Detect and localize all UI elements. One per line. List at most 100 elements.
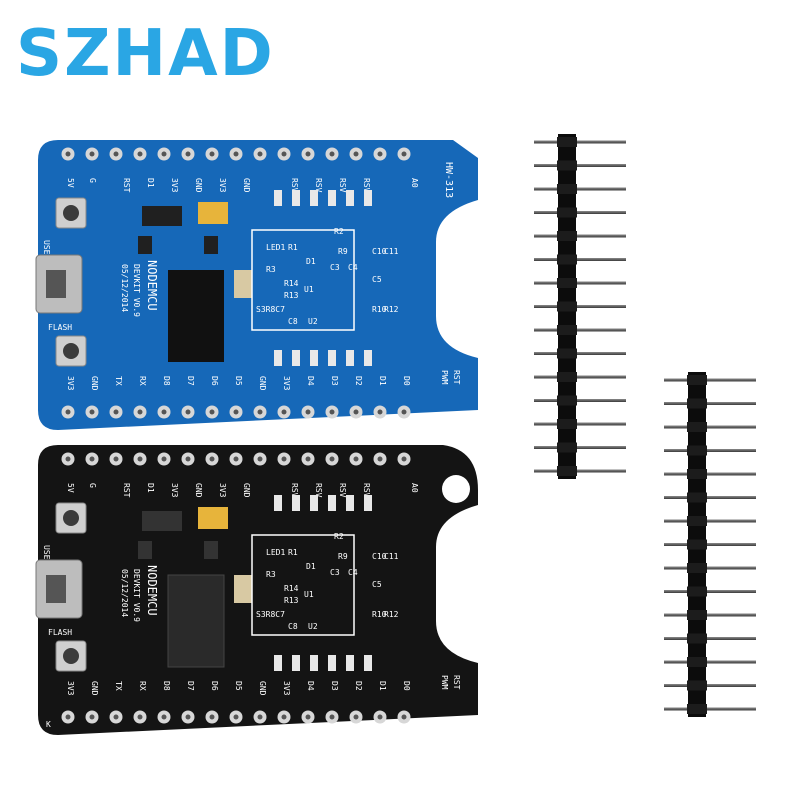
pad-hole: [65, 456, 71, 462]
header-pin: [534, 164, 626, 167]
pad-hole: [113, 714, 119, 720]
micro-usb-opening: [46, 270, 66, 298]
usb-serial-chip: [167, 574, 225, 668]
pad-hole: [329, 714, 335, 720]
header-pin-collar: [687, 516, 707, 526]
pin-label: RSV: [338, 178, 347, 193]
pin-label: D3: [330, 376, 339, 386]
pin-label: GND: [194, 483, 203, 498]
component-label: D1: [306, 257, 316, 266]
smd-resistor-row: [274, 350, 372, 366]
component-label: U2: [308, 317, 318, 326]
header-pin: [534, 140, 626, 144]
component-label: C11: [384, 552, 399, 561]
header-pin-collar: [687, 422, 707, 432]
header-pin-collar: [557, 278, 577, 288]
header-pin: [534, 258, 626, 261]
smd-resistor: [364, 190, 372, 206]
pin-label: A0: [410, 178, 419, 188]
component-label: C4: [348, 263, 358, 272]
component-label: C3: [330, 568, 340, 577]
user-button-label: USER: [42, 240, 51, 259]
pin-label: GND: [258, 376, 267, 391]
brand-logo: SZHAD: [16, 17, 275, 91]
component-label: C8: [288, 317, 298, 326]
smd-resistor: [328, 190, 336, 206]
pad-hole: [257, 151, 263, 157]
blue-bottom-pin-row: [61, 405, 411, 419]
smd-resistor: [310, 350, 318, 366]
smd-resistor: [328, 350, 336, 366]
pad-hole: [137, 151, 143, 157]
pin-label: 3V3: [170, 178, 179, 193]
pad-hole: [233, 409, 239, 415]
header-pin-collar: [687, 492, 707, 503]
version-label: DEVKIT V0.9: [132, 569, 141, 622]
regulator-chip: [142, 206, 182, 226]
flash-button-label: FLASH: [48, 628, 72, 637]
pad-hole: [353, 409, 359, 415]
component-label: R13: [284, 596, 299, 605]
pin-label: RSV: [362, 483, 371, 498]
smd-resistor: [364, 495, 372, 511]
component-label: LED1: [266, 548, 285, 557]
pin-label: 3V3: [282, 376, 291, 391]
pin-label: RSV: [362, 178, 371, 193]
smd-resistor: [292, 655, 300, 671]
pin-label: D4: [306, 681, 315, 691]
pin-label: D5: [234, 681, 243, 691]
pad-hole: [113, 409, 119, 415]
component-label: C11: [384, 247, 399, 256]
pad-hole: [89, 714, 95, 720]
component-label: C5: [372, 275, 382, 284]
component-label: R12: [384, 610, 399, 619]
pin-label: D6: [210, 681, 219, 691]
component-label: R13: [284, 291, 299, 300]
blue-bottom-pin-labels: 3V3 GND TX RX D8 D7 D6 D5 GND 3V3 D4 D3 …: [66, 376, 411, 391]
pin-label: D3: [330, 681, 339, 691]
pin-label: 3V3: [66, 376, 75, 391]
pad-hole: [185, 151, 191, 157]
component-label: LED1: [266, 243, 285, 252]
pad-hole: [209, 151, 215, 157]
pin-label: 3V3: [282, 681, 291, 696]
pad-hole: [113, 151, 119, 157]
date-label: 05/12/2014: [120, 569, 129, 617]
pad-hole: [161, 409, 167, 415]
tantalum-capacitor: [198, 507, 228, 529]
pin-label: D8: [162, 681, 171, 691]
component-label: C10: [372, 247, 387, 256]
header-pin: [664, 613, 756, 617]
pad-hole: [257, 409, 263, 415]
pwm-label: PWM: [440, 370, 449, 385]
pin-label: RSV: [314, 178, 323, 193]
header-pin-collar: [557, 231, 577, 241]
component-label: R14: [284, 279, 299, 288]
pin-header-strip: [664, 372, 756, 717]
header-pin: [534, 305, 626, 308]
crystal: [234, 575, 252, 603]
transistor: [204, 236, 218, 254]
header-pin: [664, 425, 756, 429]
pad-hole: [65, 714, 71, 720]
header-pin-collar: [557, 466, 577, 476]
pad-hole: [305, 151, 311, 157]
pad-hole: [233, 151, 239, 157]
black-nodemcu-board: 5V G RST D1 3V3 GND 3V3 GND RSV RSV RSV …: [35, 445, 478, 735]
pin-label: D1: [378, 681, 387, 691]
pad-hole: [401, 151, 407, 157]
smd-resistor: [364, 655, 372, 671]
pad-hole: [233, 714, 239, 720]
pad-hole: [185, 714, 191, 720]
header-pin-collar: [557, 348, 577, 359]
header-pin-collar: [557, 301, 577, 312]
header-pin: [664, 707, 756, 711]
component-label: R10: [372, 610, 387, 619]
pad-hole: [257, 714, 263, 720]
smd-resistor: [292, 350, 300, 366]
component-label: R3: [266, 265, 276, 274]
smd-resistor: [364, 350, 372, 366]
chip-label: NODEMCU: [145, 260, 159, 311]
component-label: R1: [288, 243, 298, 252]
